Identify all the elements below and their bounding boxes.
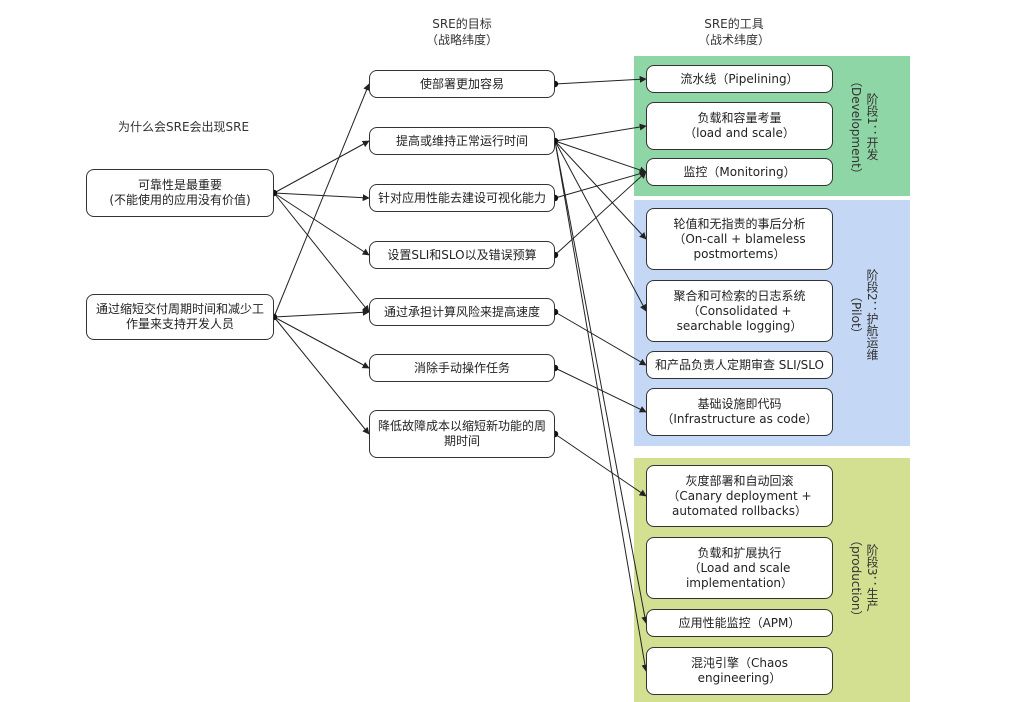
goal-edge	[554, 140, 649, 624]
reason-edge	[273, 140, 370, 194]
reason-node-developer-support[interactable]: 通过缩短交付周期时间和减少工作量来支持开发人员	[86, 294, 274, 340]
goal-edge	[554, 171, 647, 256]
reason-edge	[273, 316, 370, 435]
tool-node-iac[interactable]: 基础设施即代码 （Infrastructure as code）	[646, 388, 833, 436]
goal-edge	[554, 140, 647, 174]
goal-node-eliminate-toil[interactable]: 消除手动操作任务	[369, 354, 555, 382]
tool-node-on-call[interactable]: 轮值和无指责的事后分析 （On-call + blameless postmor…	[646, 208, 833, 270]
tools-header: SRE的工具 （战术纬度）	[697, 17, 770, 47]
reason-edge	[273, 316, 370, 369]
tool-node-load-scale-impl[interactable]: 负载和扩展执行 （Load and scale implementation）	[646, 537, 833, 599]
reason-edge	[273, 192, 370, 256]
tool-node-chaos[interactable]: 混沌引擎（Chaos engineering）	[646, 647, 833, 695]
tool-node-canary[interactable]: 灰度部署和自动回滚 （Canary deployment + automated…	[646, 465, 833, 527]
reason-edge	[273, 308, 370, 318]
stage-label-pilot: 阶段2：护航运维 （Pilot）	[849, 269, 879, 361]
tool-node-pipelining[interactable]: 流水线（Pipelining）	[646, 65, 833, 93]
goal-node-sli-slo[interactable]: 设置SLI和SLO以及错误预算	[369, 241, 555, 269]
why-caption: 为什么会SRE会出现SRE	[118, 120, 250, 134]
goal-node-uptime[interactable]: 提高或维持正常运行时间	[369, 127, 555, 155]
goal-edge	[554, 123, 647, 142]
reason-edge	[273, 83, 370, 318]
goal-edge	[554, 140, 647, 312]
goal-node-calculated-risk[interactable]: 通过承担计算风险来提高速度	[369, 298, 555, 326]
goal-edge	[554, 140, 649, 672]
goal-edge	[554, 311, 647, 366]
reason-node-reliability[interactable]: 可靠性是最重要 (不能使用的应用没有价值)	[86, 169, 274, 217]
goal-edge	[554, 75, 647, 85]
tool-node-monitoring[interactable]: 监控（Monitoring）	[646, 158, 833, 186]
goal-edge	[554, 367, 647, 413]
goal-edge	[554, 170, 647, 199]
goal-node-failure-cost[interactable]: 降低故障成本以缩短新功能的周期时间	[369, 410, 555, 458]
goal-edge	[554, 140, 647, 240]
stage-label-production: 阶段3：生产 （production）	[849, 533, 879, 623]
goal-node-visibility[interactable]: 针对应用性能去建设可视化能力	[369, 184, 555, 212]
tool-node-slo-review[interactable]: 和产品负责人定期审查 SLI/SLO	[646, 351, 833, 379]
tool-node-logging[interactable]: 聚合和可检索的日志系统 （Consolidated + searchable l…	[646, 280, 833, 342]
goal-edge	[554, 433, 647, 497]
tool-node-apm[interactable]: 应用性能监控（APM）	[646, 609, 833, 637]
reason-edge	[273, 192, 370, 202]
tool-node-load-scale[interactable]: 负载和容量考量 （load and scale）	[646, 102, 833, 150]
goal-node-easier-deploy[interactable]: 使部署更加容易	[369, 70, 555, 98]
reason-edge	[273, 192, 370, 313]
goals-header: SRE的目标 （战略纬度）	[425, 17, 498, 47]
stage-label-development: 阶段1：开发 （Development）	[849, 74, 879, 180]
